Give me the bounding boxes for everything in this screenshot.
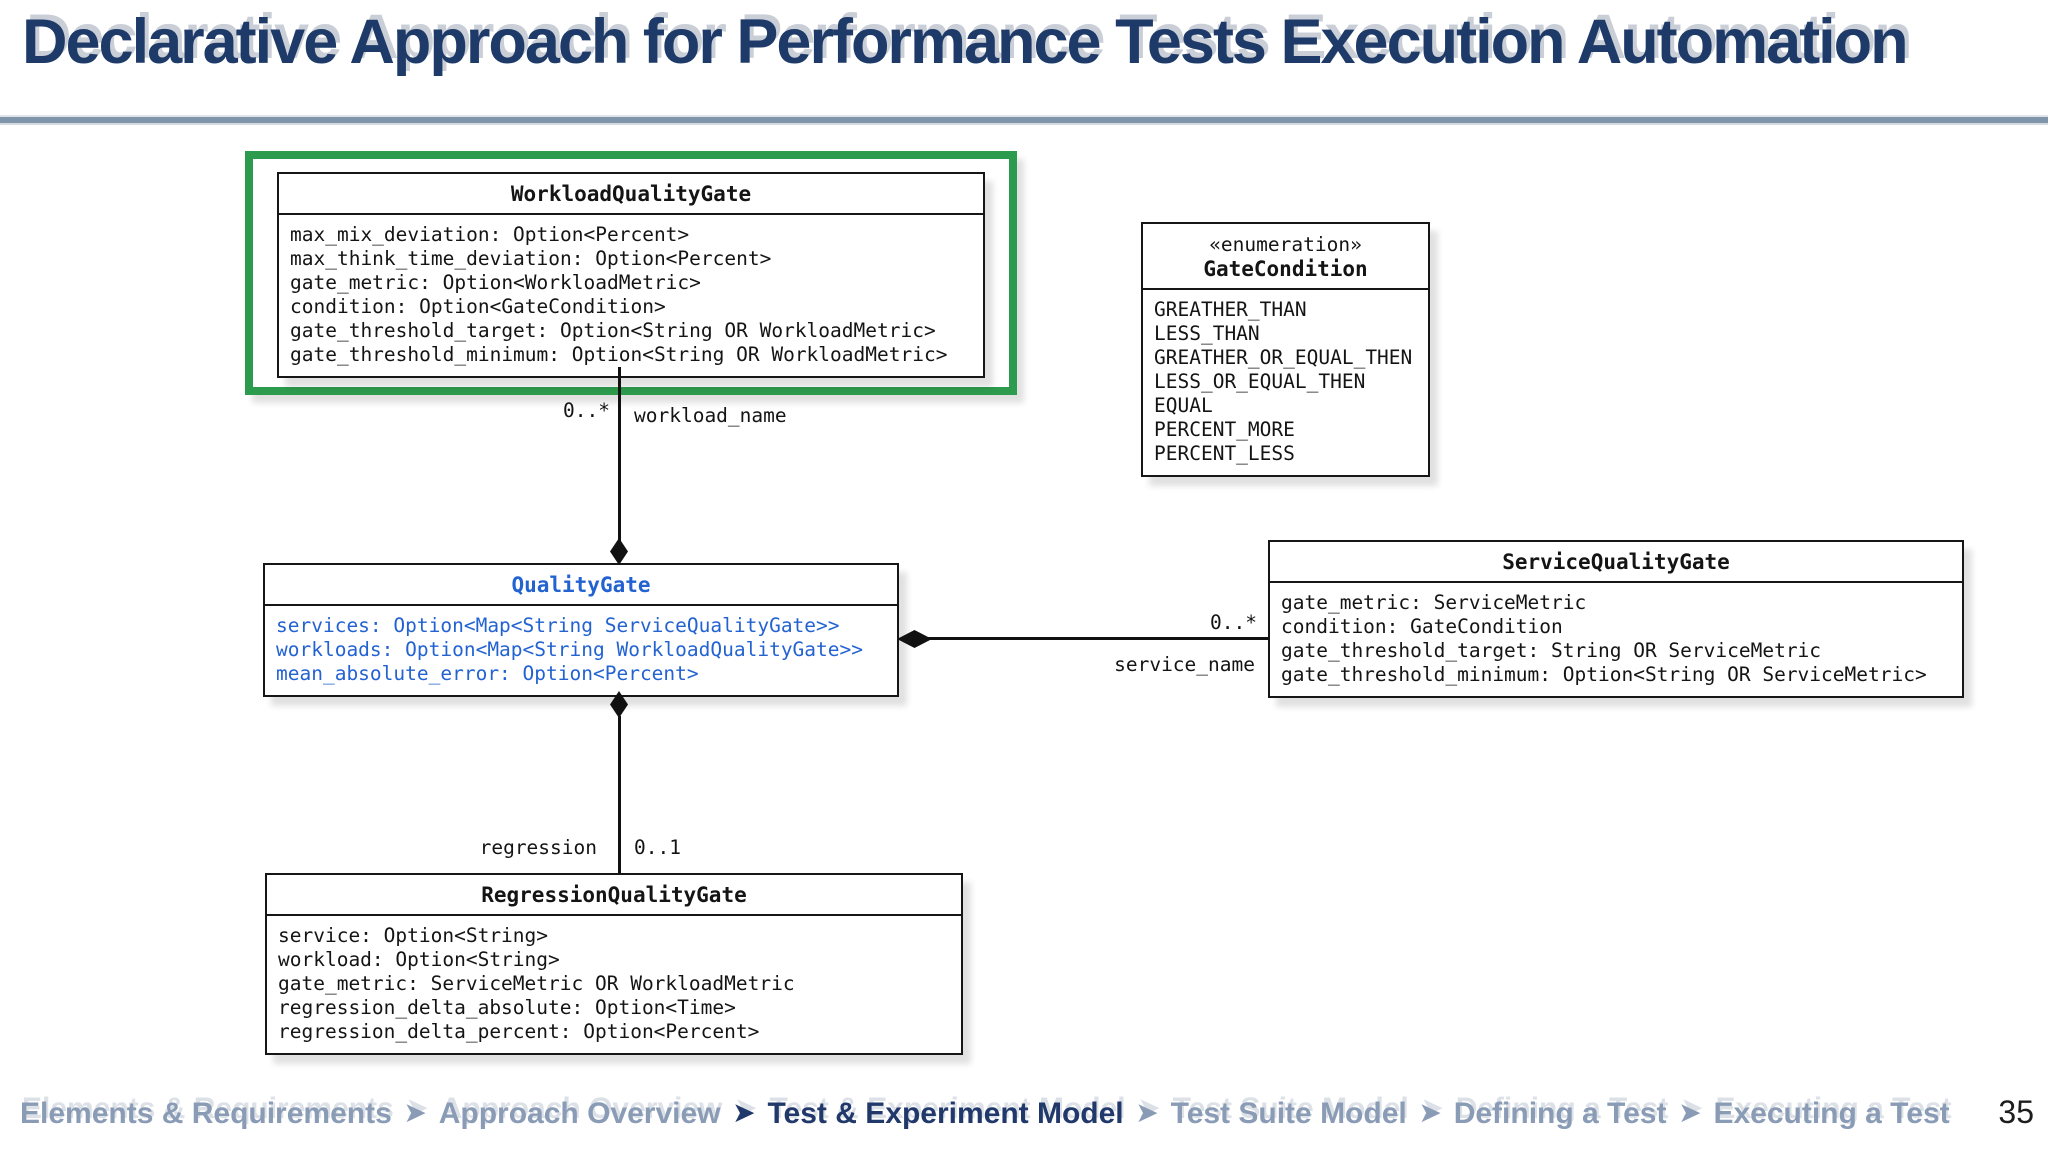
- class-attribute: gate_metric: Option<WorkloadMetric>: [290, 271, 701, 294]
- association-line-services: [928, 637, 1268, 640]
- class-attribute: gate_metric: ServiceMetric: [1281, 591, 1587, 614]
- class-attribute: services: Option<Map<String ServiceQuali…: [276, 614, 840, 637]
- class-attributes: max_mix_deviation: Option<Percent> max_t…: [279, 215, 983, 376]
- class-name: RegressionQualityGate: [267, 875, 961, 916]
- class-name: QualityGate: [265, 565, 897, 606]
- uml-class-workload-quality-gate: WorkloadQualityGate max_mix_deviation: O…: [277, 172, 985, 378]
- stereotype-label: «enumeration»: [1209, 233, 1362, 256]
- breadcrumb-item-defining-a-test: Defining a Test: [1453, 1097, 1667, 1130]
- class-attribute: condition: GateCondition: [1281, 615, 1563, 638]
- title-rule: [0, 117, 2048, 123]
- chevron-right-icon: ➤: [404, 1099, 426, 1127]
- composition-diamond-icon: [610, 691, 628, 718]
- enum-values: GREATHER_THAN LESS_THAN GREATHER_OR_EQUA…: [1143, 290, 1428, 475]
- uml-class-regression-quality-gate: RegressionQualityGate service: Option<St…: [265, 873, 963, 1055]
- class-name: WorkloadQualityGate: [279, 174, 983, 215]
- page-number: 35: [1998, 1094, 2034, 1130]
- class-attributes: gate_metric: ServiceMetric condition: Ga…: [1270, 583, 1962, 696]
- enum-value: GREATHER_OR_EQUAL_THEN: [1154, 346, 1413, 369]
- enum-value: EQUAL: [1154, 394, 1213, 417]
- enum-value: LESS_OR_EQUAL_THEN: [1154, 370, 1366, 393]
- breadcrumb-item-test-suite-model: Test Suite Model: [1170, 1097, 1407, 1130]
- chevron-right-icon: ➤: [1136, 1099, 1158, 1127]
- association-line-workloads: [618, 367, 621, 543]
- chevron-right-icon: ➤: [1679, 1099, 1701, 1127]
- page-title: Declarative Approach for Performance Tes…: [22, 7, 1909, 77]
- role-label: workload_name: [634, 404, 787, 427]
- breadcrumb-item-elements-requirements: Elements & Requirements: [20, 1097, 392, 1130]
- breadcrumb-item-executing-a-test: Executing a Test: [1713, 1097, 1950, 1130]
- enum-value: LESS_THAN: [1154, 322, 1260, 345]
- enum-name: GateCondition: [1203, 257, 1368, 281]
- class-attribute: gate_threshold_target: Option<String OR …: [290, 319, 936, 342]
- class-attribute: condition: Option<GateCondition>: [290, 295, 666, 318]
- enum-value: PERCENT_MORE: [1154, 418, 1295, 441]
- class-attribute: mean_absolute_error: Option<Percent>: [276, 662, 699, 685]
- uml-class-service-quality-gate: ServiceQualityGate gate_metric: ServiceM…: [1268, 540, 1964, 698]
- enum-value: GREATHER_THAN: [1154, 298, 1307, 321]
- class-attribute: workload: Option<String>: [278, 948, 560, 971]
- composition-diamond-icon: [610, 538, 628, 565]
- class-attribute: regression_delta_absolute: Option<Time>: [278, 996, 736, 1019]
- class-attribute: gate_threshold_minimum: Option<String OR…: [290, 343, 948, 366]
- class-attribute: gate_threshold_minimum: Option<String OR…: [1281, 663, 1927, 686]
- breadcrumb-item-test-experiment-model: Test & Experiment Model: [767, 1097, 1124, 1130]
- uml-class-quality-gate: QualityGate services: Option<Map<String …: [263, 563, 899, 697]
- chevron-right-icon: ➤: [733, 1099, 755, 1127]
- class-attribute: gate_threshold_target: String OR Service…: [1281, 639, 1822, 662]
- enum-value: PERCENT_LESS: [1154, 442, 1295, 465]
- class-attributes: services: Option<Map<String ServiceQuali…: [265, 606, 897, 695]
- class-attribute: max_think_time_deviation: Option<Percent…: [290, 247, 772, 270]
- class-attribute: regression_delta_percent: Option<Percent…: [278, 1020, 760, 1043]
- role-label: service_name: [1114, 653, 1255, 676]
- enum-header: «enumeration» GateCondition: [1143, 224, 1428, 290]
- class-attributes: service: Option<String> workload: Option…: [267, 916, 961, 1053]
- composition-diamond-icon: [897, 630, 932, 648]
- multiplicity-label: 0..1: [634, 836, 681, 859]
- class-attribute: max_mix_deviation: Option<Percent>: [290, 223, 690, 246]
- class-attribute: service: Option<String>: [278, 924, 549, 947]
- multiplicity-label: 0..*: [563, 399, 610, 422]
- breadcrumb: Elements & Requirements ➤ Approach Overv…: [20, 1094, 2034, 1131]
- role-label: regression: [479, 836, 597, 859]
- uml-enum-gate-condition: «enumeration» GateCondition GREATHER_THA…: [1141, 222, 1430, 477]
- class-name: ServiceQualityGate: [1270, 542, 1962, 583]
- breadcrumb-item-approach-overview: Approach Overview: [438, 1097, 721, 1130]
- association-line-regression: [618, 716, 621, 873]
- class-attribute: gate_metric: ServiceMetric OR WorkloadMe…: [278, 972, 795, 995]
- multiplicity-label: 0..*: [1210, 611, 1257, 634]
- chevron-right-icon: ➤: [1419, 1099, 1441, 1127]
- class-attribute: workloads: Option<Map<String WorkloadQua…: [276, 638, 863, 661]
- highlight-frame: [245, 151, 1017, 395]
